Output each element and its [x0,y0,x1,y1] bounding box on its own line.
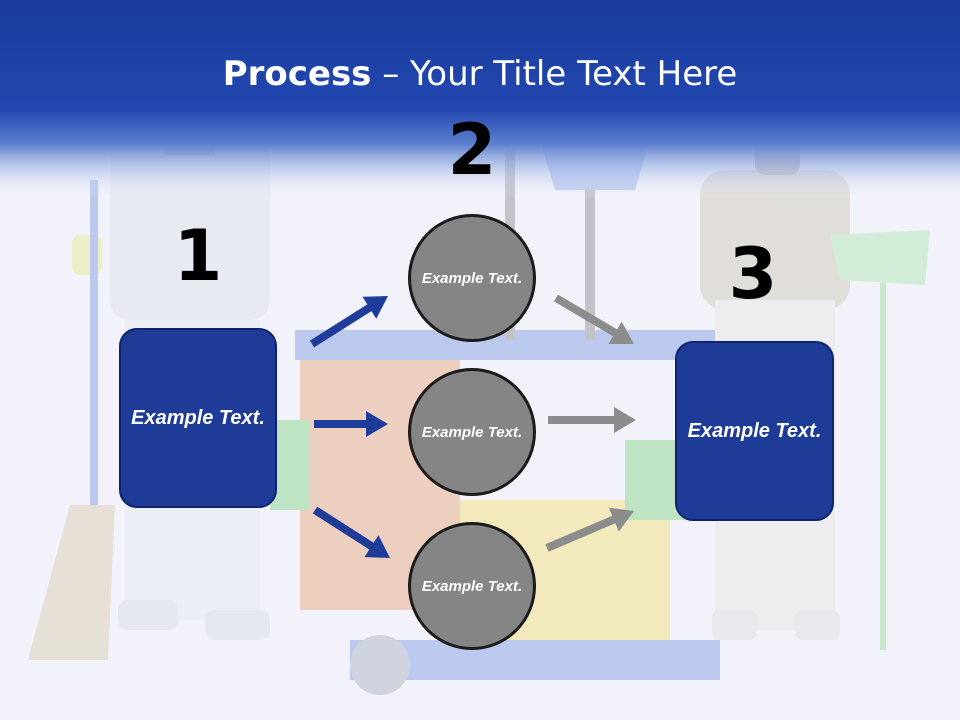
circle-middle-text: Example Text. [421,423,523,441]
arrow-1-to-middle [314,411,388,437]
circle-top: Example Text. [408,214,536,342]
arrow-top-to-3 [554,294,634,344]
arrow-1-to-top [309,296,388,348]
arrow-middle-to-3 [548,407,636,433]
step-3-box-text: Example Text. [687,419,822,442]
step-number-1: 1 [173,215,223,297]
title-rest: – Your Title Text Here [371,54,738,94]
circle-bottom: Example Text. [408,522,536,650]
slide-title: Process – Your Title Text Here [0,52,960,96]
arrow-1-to-bottom [312,506,390,558]
step-number-2: 2 [447,109,497,191]
arrow-bottom-to-3 [545,507,634,552]
step-1-box: Example Text. [119,328,277,508]
step-3-box: Example Text. [675,341,834,521]
step-1-box-text: Example Text. [131,406,265,429]
circle-top-text: Example Text. [421,269,523,287]
step-number-3: 3 [728,233,778,315]
title-bold: Process [222,54,372,94]
circle-middle: Example Text. [408,368,536,496]
circle-bottom-text: Example Text. [421,577,523,595]
